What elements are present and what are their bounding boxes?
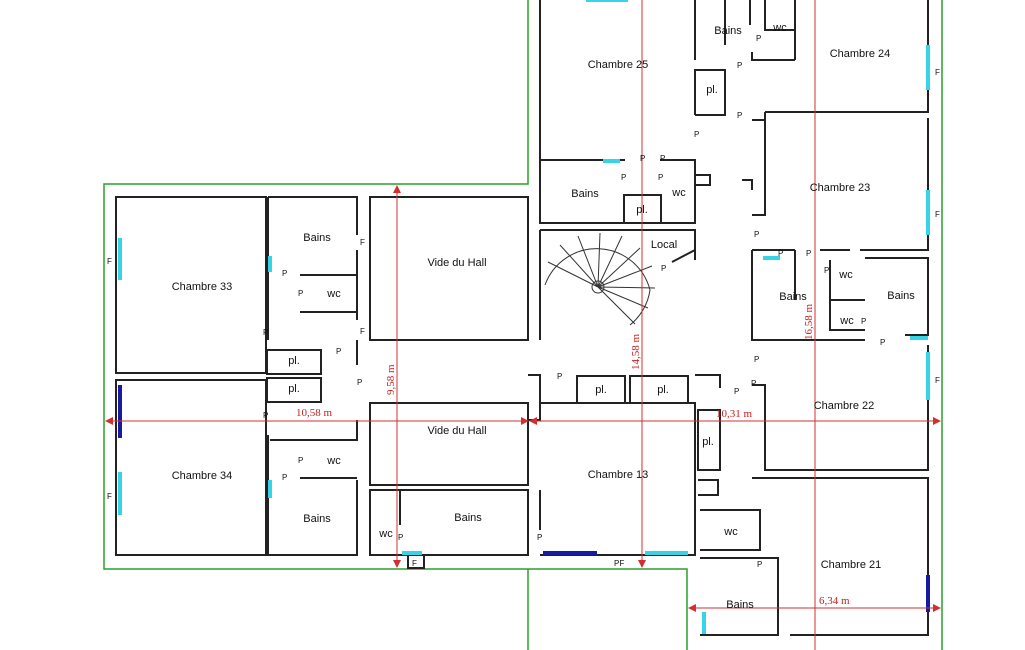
room-label-wc: wc <box>772 22 787 34</box>
svg-text:P: P <box>282 269 287 278</box>
window-mark-f: F <box>935 210 940 219</box>
window-mark-f: F <box>935 68 940 77</box>
door-marks: P P P P P P P P P P P P P P P P P P P P … <box>263 34 885 569</box>
svg-text:P: P <box>734 387 739 396</box>
svg-text:P: P <box>336 347 341 356</box>
svg-text:P: P <box>751 379 756 388</box>
room-label-bains: Bains <box>714 25 742 37</box>
dimension-label: 14,58 m <box>630 334 642 371</box>
room-label-local: Local <box>651 239 677 251</box>
window-mark-f: F <box>360 238 365 247</box>
room-label-pl: pl. <box>657 384 669 396</box>
svg-text:P: P <box>557 372 562 381</box>
room-label-bains: Bains <box>303 513 331 525</box>
dimension-label: 10,31 m <box>716 408 753 420</box>
svg-text:P: P <box>640 154 645 163</box>
room-label-wc: wc <box>839 315 854 327</box>
building-outline <box>103 0 943 650</box>
room-label-bains: Bains <box>726 599 754 611</box>
window-mark-f: F <box>107 492 112 501</box>
room-label-wc: wc <box>326 288 341 300</box>
svg-text:P: P <box>537 533 542 542</box>
room-label-bains: Bains <box>303 232 331 244</box>
room-label-pl: pl. <box>595 384 607 396</box>
room-label-vide-du-hall-1: Vide du Hall <box>427 257 486 269</box>
dimension-lines <box>105 0 941 650</box>
svg-text:P: P <box>298 456 303 465</box>
svg-text:P: P <box>263 328 268 337</box>
room-label-chambre-25: Chambre 25 <box>588 59 649 71</box>
room-label-chambre-22: Chambre 22 <box>814 400 875 412</box>
svg-text:P: P <box>806 249 811 258</box>
dimension-label: 9,58 m <box>385 364 397 395</box>
room-label-pl: pl. <box>288 355 300 367</box>
room-label-pl: pl. <box>288 383 300 395</box>
svg-text:P: P <box>263 411 268 420</box>
room-label-wc: wc <box>723 526 738 538</box>
room-label-chambre-34: Chambre 34 <box>172 470 233 482</box>
svg-text:P: P <box>398 533 403 542</box>
room-label-bains: Bains <box>454 512 482 524</box>
room-label-chambre-13: Chambre 13 <box>588 469 649 481</box>
svg-text:P: P <box>754 230 759 239</box>
window-mark-f: F <box>360 327 365 336</box>
room-label-wc: wc <box>838 269 853 281</box>
svg-text:P: P <box>694 130 699 139</box>
svg-text:P: P <box>861 317 866 326</box>
room-label-pl: pl. <box>702 436 714 448</box>
svg-text:P: P <box>661 264 666 273</box>
room-label-bains: Bains <box>887 290 915 302</box>
svg-text:P: P <box>298 289 303 298</box>
svg-text:P: P <box>756 34 761 43</box>
window-mark-f: F <box>412 559 417 568</box>
svg-text:P: P <box>282 473 287 482</box>
room-label-bains: Bains <box>571 188 599 200</box>
windows <box>118 0 930 634</box>
room-label-chambre-33: Chambre 33 <box>172 281 233 293</box>
svg-text:P: P <box>357 378 362 387</box>
window-mark-f: F <box>107 257 112 266</box>
svg-text:P: P <box>658 173 663 182</box>
svg-text:P: P <box>737 111 742 120</box>
svg-text:P: P <box>660 154 665 163</box>
svg-text:P: P <box>621 173 626 182</box>
svg-text:P: P <box>754 355 759 364</box>
room-label-pl: pl. <box>636 204 648 216</box>
room-label-chambre-24: Chambre 24 <box>830 48 891 60</box>
dimension-label: 16,58 m <box>803 304 815 341</box>
svg-text:P: P <box>778 249 783 258</box>
room-label-pl: pl. <box>706 84 718 96</box>
room-label-wc: wc <box>378 528 393 540</box>
room-label-vide-du-hall-2: Vide du Hall <box>427 425 486 437</box>
room-label-wc: wc <box>326 455 341 467</box>
svg-text:P: P <box>737 61 742 70</box>
window-mark-f: F <box>935 376 940 385</box>
room-label-chambre-21: Chambre 21 <box>821 559 882 571</box>
dimension-label: 10,58 m <box>296 407 333 419</box>
spiral-staircase <box>544 232 656 326</box>
svg-text:P: P <box>824 266 829 275</box>
room-label-wc: wc <box>671 187 686 199</box>
svg-text:P: P <box>757 560 762 569</box>
room-label-bains: Bains <box>779 291 807 303</box>
room-label-chambre-23: Chambre 23 <box>810 182 871 194</box>
window-mark-pf: PF <box>614 559 624 568</box>
dimension-label: 6,34 m <box>819 595 850 607</box>
svg-text:P: P <box>880 338 885 347</box>
